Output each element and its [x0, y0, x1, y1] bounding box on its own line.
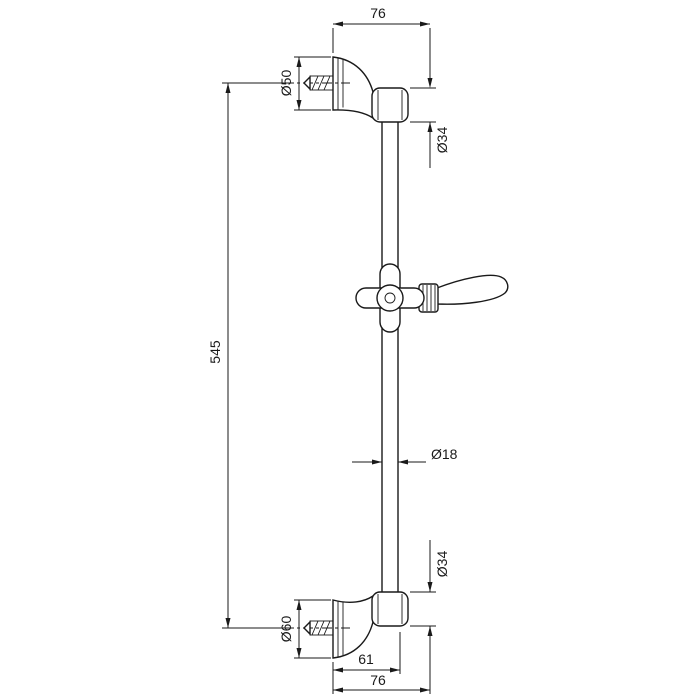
dim-overall-length: 545 — [207, 82, 292, 629]
dim-label-bottom-flange: Ø60 — [278, 616, 294, 643]
lever-handle — [436, 274, 509, 305]
dim-top-holder: Ø34 — [410, 78, 450, 168]
wall-screw-bottom — [284, 620, 350, 636]
dim-bottom-holder: Ø34 — [410, 540, 450, 694]
dim-bottom-offset: 61 — [332, 632, 401, 694]
slide-bar — [381, 100, 399, 615]
dim-label-bottom-holder: Ø34 — [434, 551, 450, 578]
knurled-nut — [418, 283, 439, 313]
cross-handle — [355, 263, 425, 333]
top-bracket-collar — [371, 87, 409, 123]
bottom-bracket-collar — [371, 591, 409, 627]
dim-bottom-flange: Ø60 — [278, 599, 331, 659]
dim-bottom-width: 76 — [333, 672, 430, 693]
dim-label-bottom-offset: 61 — [358, 651, 374, 667]
dim-bar-diameter: Ø18 — [352, 446, 458, 465]
dim-label-overall-length: 545 — [207, 340, 223, 364]
dim-label-bar-diameter: Ø18 — [431, 446, 458, 462]
dim-label-top-holder: Ø34 — [434, 127, 450, 154]
dim-top-width: 76 — [332, 5, 431, 86]
dim-label-bottom-width: 76 — [370, 672, 386, 688]
wall-screw-top — [284, 75, 350, 91]
dim-label-top-width: 76 — [370, 5, 386, 21]
